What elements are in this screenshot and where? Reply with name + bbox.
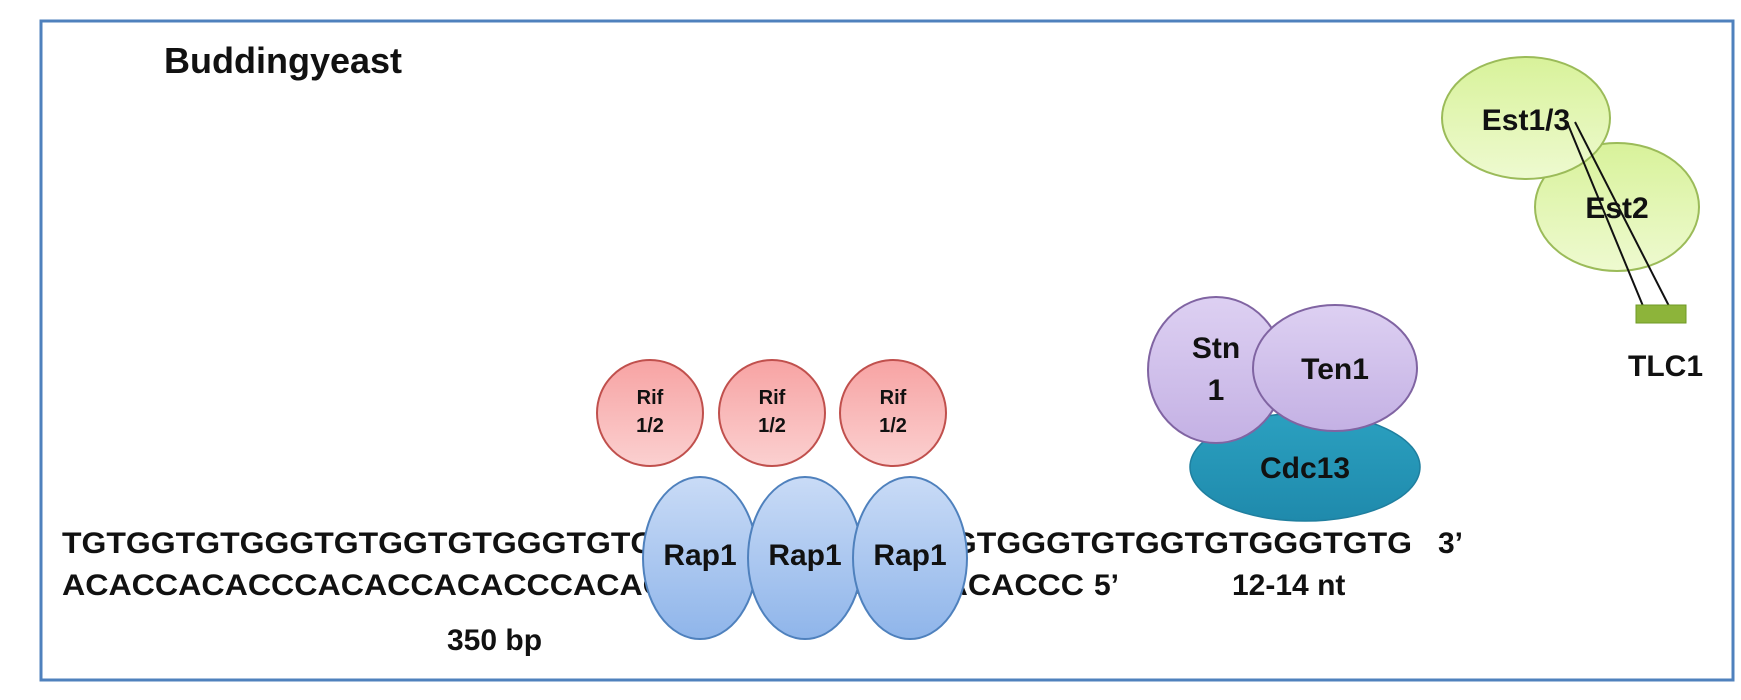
stn1-label: 1 <box>1208 374 1225 407</box>
cdc13-label: Cdc13 <box>1260 452 1350 485</box>
stn1-label: Stn <box>1192 332 1240 365</box>
est13-protein: Est1/3 <box>1441 56 1611 180</box>
ten1-label: Ten1 <box>1301 353 1369 386</box>
tlc1-rna <box>1635 304 1687 324</box>
overhang-label: 12-14 nt <box>1232 569 1345 602</box>
rap1-label: Rap1 <box>873 539 946 572</box>
rap1-protein: Rap1 <box>852 476 968 640</box>
ten1-protein: Ten1 <box>1252 304 1418 432</box>
est13-label: Est1/3 <box>1482 104 1570 137</box>
tlc1-rna-lines <box>1566 121 1687 324</box>
diagram-title: Buddingyeast <box>164 40 402 81</box>
dna-top-strand-end: 3’ <box>1438 527 1463 560</box>
rif-label: 1/2 <box>636 415 664 437</box>
rap1-label: Rap1 <box>663 539 736 572</box>
rap1-protein: Rap1 <box>642 476 758 640</box>
rif-label: 1/2 <box>879 415 907 437</box>
tlc1-label: TLC1 <box>1628 350 1703 383</box>
rap1-label: Rap1 <box>768 539 841 572</box>
rif12-protein: Rif 1/2 <box>596 359 704 467</box>
rif-label: Rif <box>880 387 907 409</box>
rif-label: Rif <box>637 387 664 409</box>
est2-protein: Est2 <box>1534 142 1700 272</box>
est2-label: Est2 <box>1585 192 1648 225</box>
dna-bottom-strand-end: 5’ <box>1094 569 1119 602</box>
rif-label: Rif <box>759 387 786 409</box>
rif12-protein: Rif 1/2 <box>839 359 947 467</box>
rap1-protein: Rap1 <box>747 476 863 640</box>
length-label: 350 bp <box>447 624 542 657</box>
rif12-protein: Rif 1/2 <box>718 359 826 467</box>
stn1-protein: Stn 1 <box>1147 296 1285 444</box>
rif-label: 1/2 <box>758 415 786 437</box>
